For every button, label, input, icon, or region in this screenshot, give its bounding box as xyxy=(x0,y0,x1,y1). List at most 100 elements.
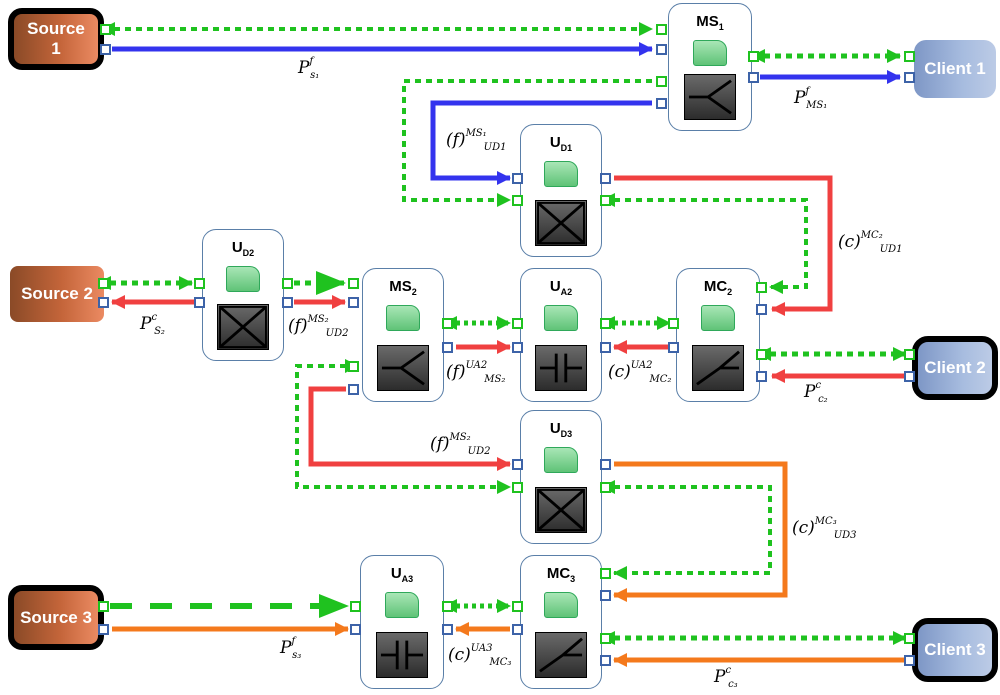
label-base: (c) xyxy=(792,518,815,538)
source-2-label: Source 2 xyxy=(21,284,93,303)
label-p-c2: Pcc₂ xyxy=(804,380,828,405)
port-ud1-in-ctrl xyxy=(512,195,523,206)
module-mc2-name: MC xyxy=(703,278,728,295)
link-ms1-ud1 xyxy=(430,100,652,185)
port-ms1-in-ctrl xyxy=(656,24,667,35)
label-p-ms1: PfMS₁ xyxy=(794,86,827,111)
label-p-s2: PcS₂ xyxy=(140,312,165,337)
port-ms1-in-ctrl2 xyxy=(656,76,667,87)
port-mc3-out-data2 xyxy=(600,655,611,666)
label-p-s1: Pfs₁ xyxy=(298,56,319,81)
label-sup: MS₁ xyxy=(465,128,487,139)
port-ua2-in-data xyxy=(512,342,523,353)
port-ud2-in-data xyxy=(194,297,205,308)
port-ms2-in-ctrl xyxy=(348,278,359,289)
label-f-ud2-a: (f)MS₂UD2 xyxy=(288,314,348,339)
port-mc2-in-ctrl xyxy=(668,318,679,329)
label-sup: MS₂ xyxy=(449,432,471,443)
label-sup: f xyxy=(291,636,296,647)
port-ua3-in-data xyxy=(350,624,361,635)
port-ud3-in-data xyxy=(512,459,523,470)
label-sup: MC₃ xyxy=(814,516,837,527)
port-mc3-out-data xyxy=(600,590,611,601)
label-sub: MS₁ xyxy=(806,100,828,111)
source-3-label: Source 3 xyxy=(20,607,92,627)
port-ud3-out-ctrl xyxy=(600,482,611,493)
port-ms2-out-ctrl xyxy=(442,318,453,329)
merger-icon xyxy=(692,345,744,391)
memory-icon xyxy=(544,447,578,473)
label-sup: UA2 xyxy=(465,360,488,371)
port-source1-data xyxy=(100,44,111,55)
module-ud2-sub: D2 xyxy=(242,248,255,258)
link-ud1-mc2 xyxy=(614,175,833,316)
label-sub: s₁ xyxy=(310,70,320,81)
label-sub: UD3 xyxy=(833,530,857,541)
port-ud2-in-ctrl xyxy=(194,278,205,289)
module-ud1-sub: D1 xyxy=(560,143,573,153)
module-ua3-name: U xyxy=(390,565,402,582)
memory-icon xyxy=(544,305,578,331)
green-ms2-ud3 xyxy=(295,359,511,494)
source-1-label: Source 1 xyxy=(27,19,85,58)
label-sup: f xyxy=(805,86,810,97)
client-1: Client 1 xyxy=(914,40,996,98)
port-mc3-out-ctrl xyxy=(600,568,611,579)
port-ud3-in-ctrl xyxy=(512,482,523,493)
module-ua2: UA2 xyxy=(520,268,602,402)
module-mc3-name: MC xyxy=(546,565,571,582)
label-sub: S₂ xyxy=(154,326,165,337)
module-ms1-name: MS xyxy=(696,13,719,30)
port-mc2-out-data2 xyxy=(756,371,767,382)
port-ua2-out-data xyxy=(600,342,611,353)
port-ms2-in-data xyxy=(348,297,359,308)
port-mc3-in-data xyxy=(512,624,523,635)
module-ud3-name: U xyxy=(549,420,561,437)
label-base: P xyxy=(804,382,816,402)
label-sup: UA2 xyxy=(630,360,653,371)
module-mc2-sub: 2 xyxy=(727,287,733,297)
port-ms1-out-ctrl xyxy=(748,51,759,62)
label-sub: c₂ xyxy=(818,394,828,405)
label-sup: MS₂ xyxy=(307,314,329,325)
port-ud3-out-data xyxy=(600,459,611,470)
client-1-label: Client 1 xyxy=(924,59,986,78)
label-sub: s₃ xyxy=(292,650,302,661)
splitter-icon xyxy=(684,74,736,120)
module-ua3: UA3 xyxy=(360,555,444,689)
port-source3-data xyxy=(98,624,109,635)
label-f-ms2: (f)UA2MS₂ xyxy=(446,360,505,385)
port-client3-ctrl xyxy=(904,633,915,644)
label-sub: c₃ xyxy=(728,679,738,690)
port-client3-data xyxy=(904,655,915,666)
source-2: Source 2 xyxy=(10,266,104,322)
memory-icon xyxy=(693,40,727,66)
client-3: Client 3 xyxy=(912,618,998,682)
label-base: P xyxy=(280,638,292,658)
port-ms1-in-data2 xyxy=(656,98,667,109)
module-ms1: MS1 xyxy=(668,3,752,131)
amplifier-icon xyxy=(376,632,428,678)
port-ua3-out-data xyxy=(442,624,453,635)
label-sub: MC₂ xyxy=(649,374,672,385)
module-ua2-name: U xyxy=(549,278,561,295)
label-base: (c) xyxy=(448,645,471,665)
cross-icon xyxy=(535,487,587,533)
port-client2-data xyxy=(904,371,915,382)
module-ud1: UD1 xyxy=(520,124,602,257)
module-mc2: MC2 xyxy=(676,268,760,402)
amplifier-icon xyxy=(535,345,587,391)
label-p-c3: Pcc₃ xyxy=(714,665,738,690)
splitter-icon xyxy=(377,345,429,391)
label-sup: c xyxy=(725,665,732,676)
label-sup: UA3 xyxy=(470,643,493,654)
port-mc2-out-ctrl2 xyxy=(756,349,767,360)
module-ud3: UD3 xyxy=(520,410,602,544)
port-ms2-in-data2 xyxy=(348,384,359,395)
port-mc2-in-data xyxy=(668,342,679,353)
label-c-mc3: (c)UA3MC₃ xyxy=(448,643,511,668)
label-f-ud2-b: (f)MS₂UD2 xyxy=(430,432,490,457)
label-sub: MS₂ xyxy=(484,374,506,385)
